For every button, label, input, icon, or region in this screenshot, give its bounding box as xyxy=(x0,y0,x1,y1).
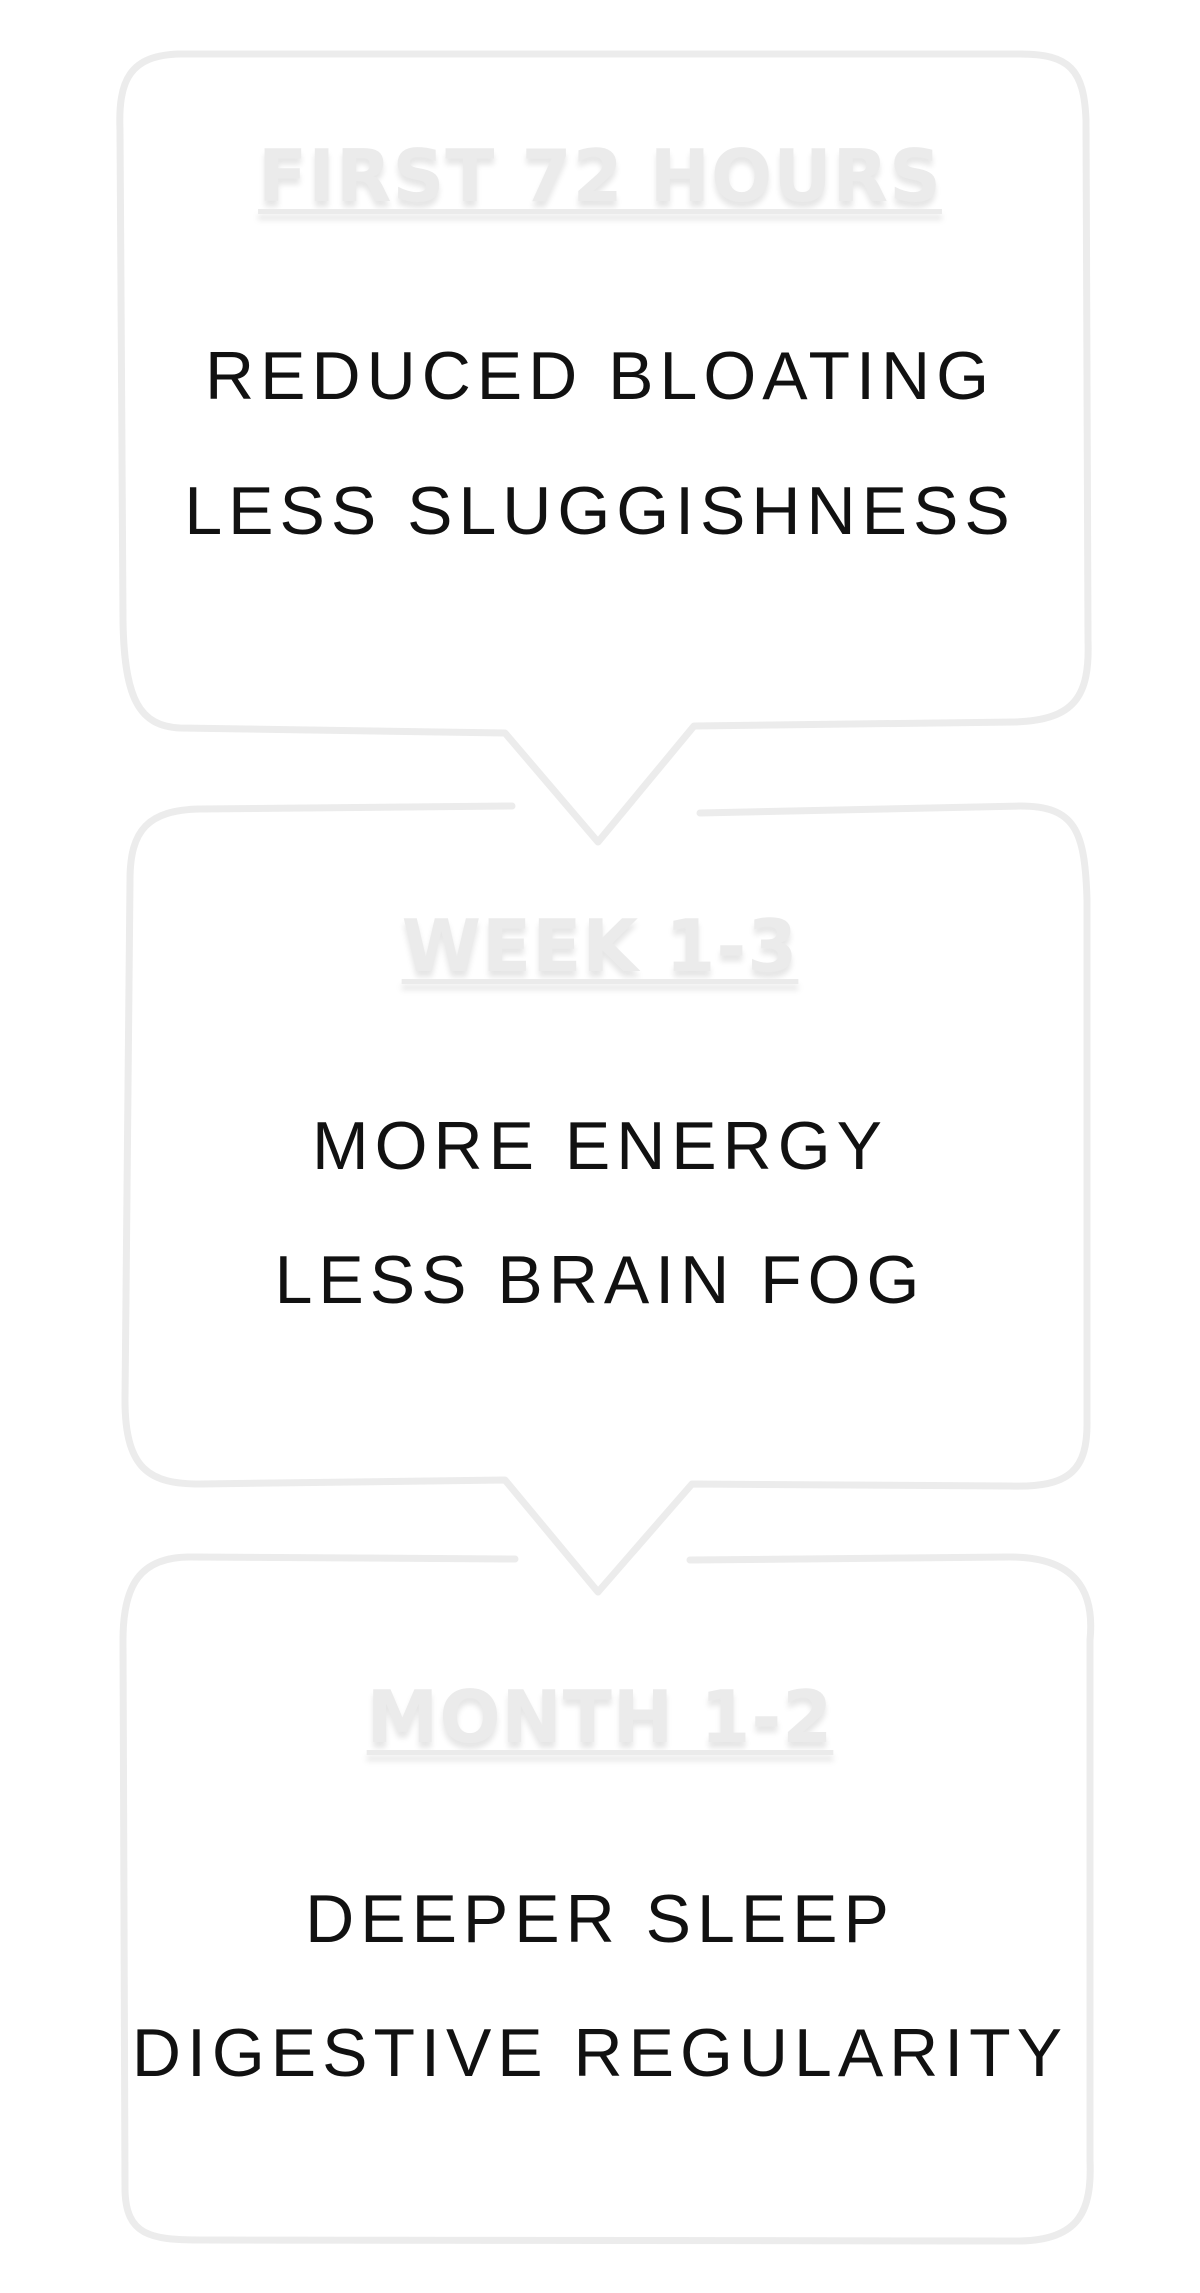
stage-box-2-top-right xyxy=(696,802,1091,904)
stage-1-benefit-2: LESS SLUGGISHNESS xyxy=(184,473,1016,549)
stage-title-1: FIRST 72 HOURS xyxy=(258,134,942,218)
stage-box-3-top-right xyxy=(686,1553,1095,1644)
stage-2-benefit-2: LESS BRAIN FOG xyxy=(274,1242,926,1318)
stage-box-2-body xyxy=(121,876,1091,1596)
stage-3-benefit-1: DEEPER SLEEP xyxy=(305,1881,895,1957)
stage-box-2-top-left xyxy=(126,802,516,884)
stage-title-3: MONTH 1-2 xyxy=(366,1675,834,1759)
stage-title-2: WEEK 1-3 xyxy=(401,904,799,988)
stage-3-benefit-2: DIGESTIVE REGULARITY xyxy=(131,2015,1069,2091)
stage-box-1 xyxy=(116,50,1092,846)
stage-box-3-body xyxy=(119,1636,1094,2245)
stage-2-benefit-1: MORE ENERGY xyxy=(311,1108,889,1184)
stage-box-3-top-left xyxy=(119,1553,519,1644)
stage-1-benefit-1: REDUCED BLOATING xyxy=(205,338,995,414)
